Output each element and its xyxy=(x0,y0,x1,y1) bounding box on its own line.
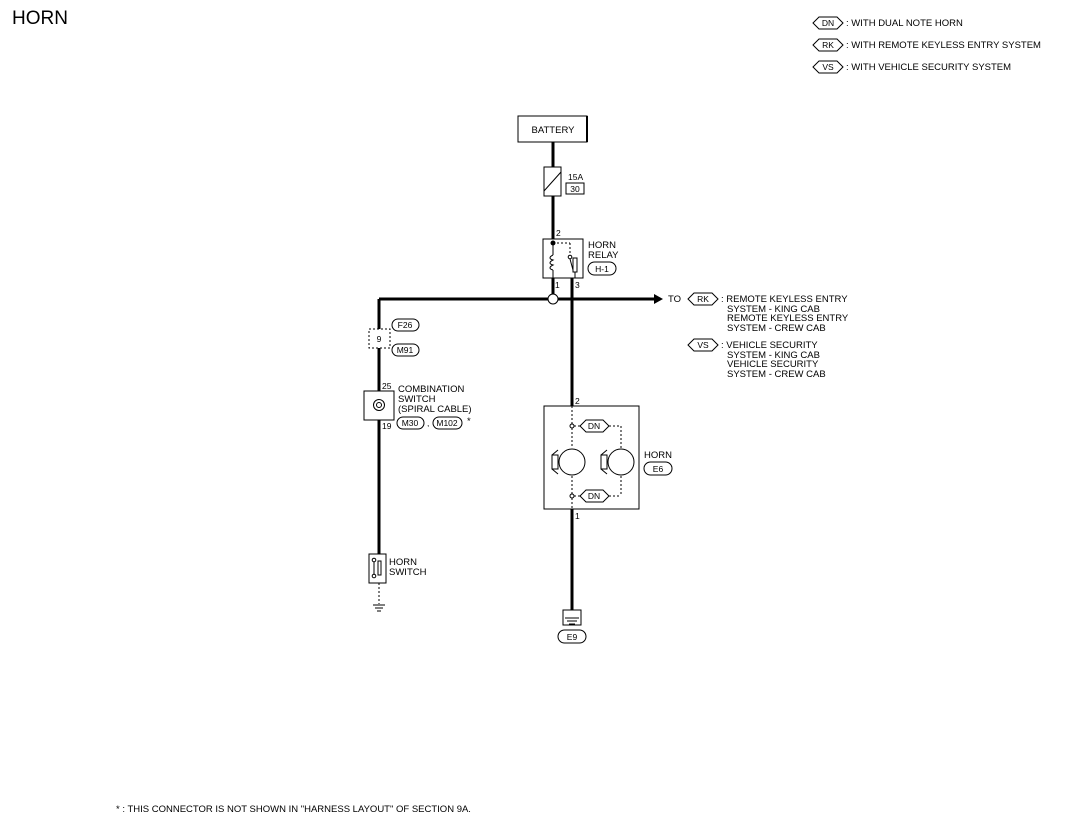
ground-label: E9 xyxy=(567,632,578,642)
relay-pin-1: 1 xyxy=(555,280,560,290)
junction-node xyxy=(547,293,559,305)
horn-dn-top: DN xyxy=(588,421,600,431)
legend-code-rk: RK xyxy=(822,40,834,50)
legend-code-vs: VS xyxy=(822,62,834,72)
to-label: TO xyxy=(668,294,681,305)
legend-code-dn: DN xyxy=(822,18,834,28)
horn-switch-line1: HORN xyxy=(389,557,417,568)
relay-connector: H-1 xyxy=(595,264,609,274)
connector-f26: 9 F26 M91 xyxy=(368,318,420,357)
relay-pin-3: 3 xyxy=(575,280,580,290)
legend-item-vs: VS : WITH VEHICLE SECURITY SYSTEM xyxy=(812,60,1011,74)
relay-name-line1: HORN xyxy=(588,240,616,251)
legend-item-rk: RK : WITH REMOTE KEYLESS ENTRY SYSTEM xyxy=(812,38,1041,52)
combo-conn-m30: M30 xyxy=(402,418,419,428)
f26-bottom-label: M91 xyxy=(397,345,414,355)
horn-speaker-1-icon xyxy=(551,448,586,476)
fuse-rating: 15A xyxy=(568,172,583,182)
legend-text-rk: : WITH REMOTE KEYLESS ENTRY SYSTEM xyxy=(846,40,1041,51)
to-rk-line2: SYSTEM - KING CAB xyxy=(727,304,820,315)
f26-pin: 9 xyxy=(377,334,382,344)
relay-pin-2: 2 xyxy=(556,228,561,238)
to-vs-code: VS xyxy=(697,340,709,350)
battery-label: BATTERY xyxy=(532,125,576,136)
page-title: HORN xyxy=(12,8,68,29)
to-vs-line1: : VEHICLE SECURITY xyxy=(721,340,818,351)
legend-item-dn: DN : WITH DUAL NOTE HORN xyxy=(812,16,963,30)
horn-speaker-2-icon xyxy=(600,448,635,476)
to-vs-line3: VEHICLE SECURITY xyxy=(727,359,819,370)
horn-dn-bottom: DN xyxy=(588,491,600,501)
combo-pin-19: 19 xyxy=(382,421,392,431)
horn-switch: HORN SWITCH xyxy=(368,553,427,584)
combo-line1: COMBINATION xyxy=(398,384,464,395)
ground-symbol-left xyxy=(373,604,385,612)
fuse: 15A 30 xyxy=(543,166,585,197)
f26-top-label: F26 xyxy=(398,320,413,330)
battery: BATTERY xyxy=(517,115,588,143)
combo-conn-m102: M102 xyxy=(436,418,458,428)
combo-pin-25: 25 xyxy=(382,381,392,391)
combo-sep: , xyxy=(427,418,429,428)
horn-pin-2: 2 xyxy=(575,396,580,406)
to-vs-line2: SYSTEM - KING CAB xyxy=(727,350,820,361)
legend: DN : WITH DUAL NOTE HORN RK : WITH REMOT… xyxy=(812,16,1041,74)
combo-line2: SWITCH xyxy=(398,394,436,405)
legend-text-vs: : WITH VEHICLE SECURITY SYSTEM xyxy=(846,62,1011,73)
horn-name: HORN xyxy=(644,450,672,461)
arrow-to-branch xyxy=(654,294,663,304)
combo-star: * xyxy=(467,416,471,427)
to-rk-code: RK xyxy=(697,294,709,304)
combination-switch: 25 19 COMBINATION SWITCH (SPIRAL CABLE) … xyxy=(363,381,472,431)
horn-relay: 2 HORN RELAY H-1 1 3 xyxy=(542,228,619,290)
horn-switch-line2: SWITCH xyxy=(389,567,427,578)
to-rk-line1: : REMOTE KEYLESS ENTRY xyxy=(721,294,848,305)
to-rk-line4: SYSTEM - CREW CAB xyxy=(727,323,826,334)
legend-text-dn: : WITH DUAL NOTE HORN xyxy=(846,18,963,29)
ground-e9: E9 xyxy=(557,609,587,644)
to-rk-line3: REMOTE KEYLESS ENTRY xyxy=(727,313,849,324)
relay-name-line2: RELAY xyxy=(588,250,619,261)
footnote: * : THIS CONNECTOR IS NOT SHOWN IN "HARN… xyxy=(116,804,471,815)
to-branch: TO RK : REMOTE KEYLESS ENTRY SYSTEM - KI… xyxy=(668,292,849,380)
horn-connector: E6 xyxy=(653,464,664,474)
horn-pin-1: 1 xyxy=(575,511,580,521)
to-vs-line4: SYSTEM - CREW CAB xyxy=(727,369,826,380)
combo-line3: (SPIRAL CABLE) xyxy=(398,404,472,415)
horn: 2 DN DN HORN xyxy=(543,396,673,521)
fuse-number: 30 xyxy=(570,184,580,194)
